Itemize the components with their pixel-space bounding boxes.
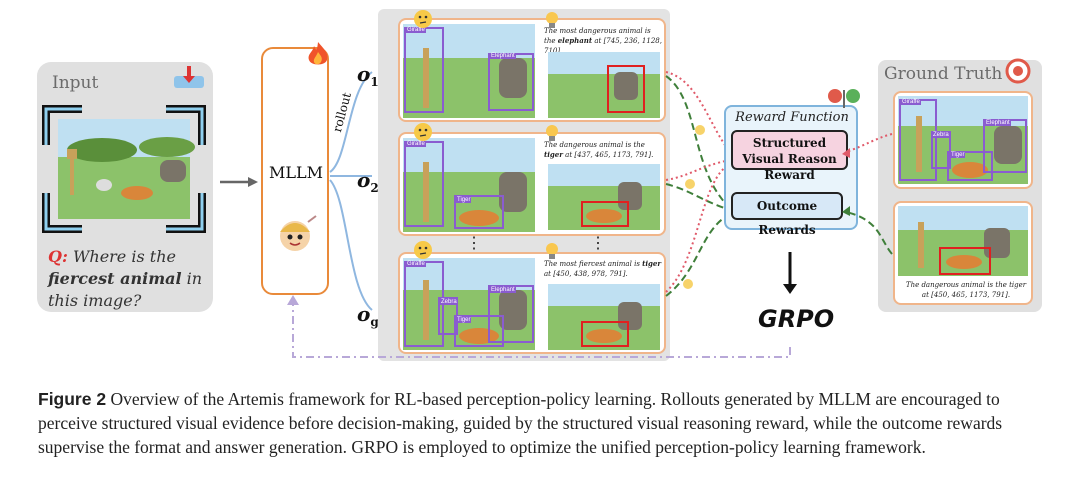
answer-image-1 [548,52,660,118]
reason-box-label: Elephant [490,53,516,59]
figure-caption-text: Overview of the Artemis framework for RL… [38,389,1003,457]
output-label-1: o1 [357,62,379,89]
reason-image-g [403,258,535,350]
mllm-label: MLLM [268,163,323,182]
structured-visual-reason-reward: Structured Visual Reason Reward [731,130,848,182]
figure-caption: Figure 2 Overview of the Artemis framewo… [38,387,1046,459]
reason-image-2 [403,138,535,232]
reason-image-1 [403,24,535,118]
ground-truth-answer: The dangerous animal is the tiger at [45… [905,281,1027,299]
question-emphasis: fiercest animal [48,269,182,288]
reason-box-label: Elephant [490,287,516,293]
fire-icon [308,42,328,65]
input-title: Input [52,73,99,93]
gt-box-label: Giraffe [901,99,921,105]
reason-box-label: Giraffe [406,141,426,147]
input-image [42,105,206,233]
ellipsis: ⋮ [590,235,606,252]
ground-truth-answer-image [898,206,1028,276]
gt-box-label: Tiger [950,152,966,158]
feedback-loop [287,295,791,358]
mllm-box [261,47,329,295]
input-arrow [220,177,258,187]
answer-image-g [548,284,660,350]
thinking-face-icon [414,241,432,259]
output-label-2: o2 [357,168,379,195]
outcome-rewards: Outcome Rewards [731,192,843,237]
gt-connectors [842,133,893,255]
question-prefix: Q: [48,247,68,266]
question-part1: Where is the [72,247,176,266]
ellipsis: ⋮ [466,235,482,252]
gt-box-label: Zebra [932,132,950,138]
robot-mascot-icon [280,215,317,251]
balance-scale-icon [828,89,860,108]
answer-text-2: The dangerous animal is the tiger at [43… [544,141,654,159]
question-text: Q: Where is the fiercest animal in this … [48,246,213,312]
reason-box-label: Giraffe [406,261,426,267]
lightbulb-icon [546,243,558,259]
question-part2: in this image? [48,269,203,310]
ground-truth-title: Ground Truth [884,64,1003,84]
ground-truth-reason-image [898,96,1028,184]
reward-connectors [665,71,733,297]
answer-image-2 [548,164,660,230]
reason-box-label: Giraffe [406,27,426,33]
reward-function-title: Reward Function [735,110,849,125]
output-label-g: og [357,302,379,329]
lightbulb-icon [546,12,558,28]
answer-text-1: The most dangerous animal is the elephan… [544,27,662,55]
answer-text-g: The most fiercest animal is tiger at [45… [544,259,662,278]
reason-box-label: Zebra [440,299,458,305]
reason-box-label: Tiger [456,197,472,203]
lightbulb-icon [546,125,558,141]
gt-box-label: Elephant [985,120,1011,126]
reason-box-label: Tiger [456,317,472,323]
grpo-label: GRPO [758,305,835,333]
figure-label: Figure 2 [38,389,107,409]
thinking-face-icon [414,123,432,141]
rollout-arrows [329,71,373,311]
thinking-face-icon [414,10,432,28]
grpo-arrow [783,252,797,294]
download-icon [174,66,204,88]
target-icon [1005,58,1031,84]
